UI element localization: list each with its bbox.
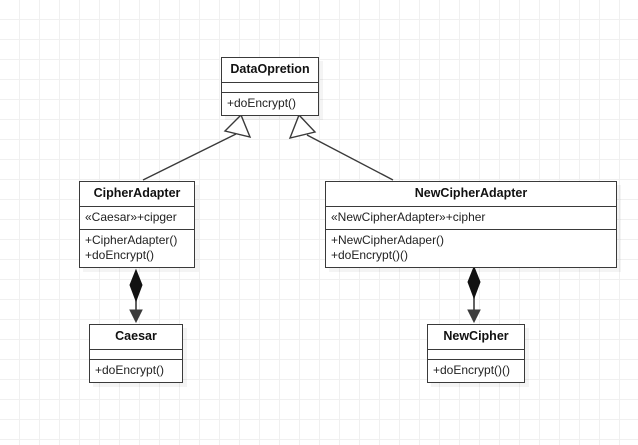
composition-newcipheradapter-to-newcipher	[467, 265, 481, 324]
class-box-new-cipher-adapter[interactable]: NewCipherAdapter «NewCipherAdapter»+ciph…	[325, 181, 617, 268]
operation-item: +doEncrypt()	[85, 248, 155, 262]
filled-diamond-left	[129, 268, 143, 303]
attributes-compartment-cipher-adapter: «Caesar»+cipger	[80, 207, 194, 230]
generalization-newcipheradapter-to-dataopretion	[288, 113, 394, 181]
generalization-cipheradapter-to-dataopretion	[142, 113, 252, 181]
operations-compartment-caesar: +doEncrypt()	[90, 360, 182, 382]
class-box-new-cipher[interactable]: NewCipher +doEncrypt()()	[427, 324, 525, 383]
class-box-data-opretion[interactable]: DataOpretion +doEncrypt()	[221, 57, 319, 116]
class-name-caesar: Caesar	[90, 325, 182, 350]
arrowhead-caesar	[129, 309, 143, 324]
class-name-new-cipher-adapter: NewCipherAdapter	[326, 182, 616, 207]
class-name-new-cipher: NewCipher	[428, 325, 524, 350]
filled-diamond-right	[467, 265, 481, 300]
composition-cipheradapter-to-caesar	[129, 268, 143, 324]
class-box-cipher-adapter[interactable]: CipherAdapter «Caesar»+cipger +CipherAda…	[79, 181, 195, 268]
attributes-compartment-caesar	[90, 350, 182, 360]
operation-item: +doEncrypt()	[95, 363, 165, 377]
operation-item: +doEncrypt()()	[433, 363, 511, 377]
operation-item: +doEncrypt()()	[331, 248, 409, 262]
operations-compartment-new-cipher: +doEncrypt()()	[428, 360, 524, 382]
attributes-compartment-new-cipher	[428, 350, 524, 360]
operations-compartment-data-opretion: +doEncrypt()	[222, 93, 318, 115]
hollow-triangle-arrowhead-left	[223, 113, 252, 138]
arrowhead-newcipher	[467, 309, 481, 324]
attributes-compartment-new-cipher-adapter: «NewCipherAdapter»+cipher	[326, 207, 616, 230]
hollow-triangle-arrowhead-right	[288, 113, 317, 139]
class-name-cipher-adapter: CipherAdapter	[80, 182, 194, 207]
operation-item: +CipherAdapter()	[85, 233, 178, 247]
operation-item: +NewCipherAdaper()	[331, 233, 445, 247]
attribute-item: «Caesar»+cipger	[85, 210, 177, 224]
attributes-compartment-data-opretion	[222, 83, 318, 93]
operations-compartment-cipher-adapter: +CipherAdapter() +doEncrypt()	[80, 230, 194, 267]
attribute-item: «NewCipherAdapter»+cipher	[331, 210, 486, 224]
operation-item: +doEncrypt()	[227, 96, 297, 110]
operations-compartment-new-cipher-adapter: +NewCipherAdaper() +doEncrypt()()	[326, 230, 616, 267]
class-name-data-opretion: DataOpretion	[222, 58, 318, 83]
class-box-caesar[interactable]: Caesar +doEncrypt()	[89, 324, 183, 383]
